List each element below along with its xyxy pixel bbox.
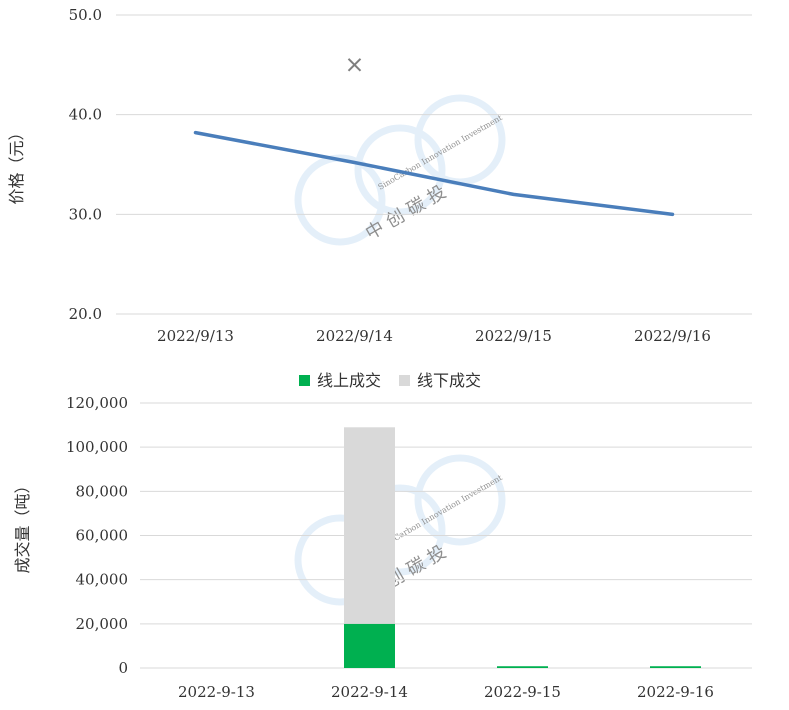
watermark-text-cn: 中 创 碳 投 — [362, 182, 450, 245]
price-y-tick-label: 40.0 — [69, 106, 102, 124]
legend-item: 线下成交 — [399, 371, 481, 390]
volume-bar-segment — [497, 666, 548, 668]
volume-bar-segment — [650, 666, 701, 668]
volume-y-tick-label: 80,000 — [76, 482, 129, 500]
volume-y-tick-label: 40,000 — [76, 571, 129, 589]
legend-label: 线上成交 — [317, 371, 381, 390]
legend-swatch — [299, 375, 310, 386]
price-x-tick-label: 2022/9/14 — [316, 327, 393, 345]
volume-bar-segment — [344, 427, 395, 624]
price-line-chart: 20.0 30.0 40.0 50.0 2022/9/13 2022/9/14 2022/9… — [7, 6, 752, 345]
price-x-tick-label: 2022/9/15 — [475, 327, 552, 345]
price-y-tick-label: 50.0 — [69, 6, 102, 24]
volume-y-tick-label: 120,000 — [66, 394, 128, 412]
volume-y-axis-title: 成交量（吨） — [13, 477, 32, 573]
price-y-tick-label: 30.0 — [69, 205, 102, 223]
volume-bar-segment — [344, 623, 395, 668]
volume-x-tick-label: 2022-9-14 — [331, 683, 408, 701]
watermark-ring — [354, 124, 446, 216]
volume-x-tick-label: 2022-9-16 — [637, 683, 714, 701]
watermark-ring — [414, 454, 506, 546]
price-x-tick-label: 2022/9/16 — [634, 327, 711, 345]
price-series-line — [193, 130, 675, 217]
volume-y-tick-label: 100,000 — [66, 438, 128, 456]
price-x-tick-label: 2022/9/13 — [157, 327, 234, 345]
volume-y-tick-label: 60,000 — [76, 527, 129, 545]
volume-bar-chart: 0 20,000 40,000 60,000 80,000 100,000 120,000 2… — [13, 371, 752, 701]
volume-x-tick-label: 2022-9-15 — [484, 683, 561, 701]
price-y-axis-title: 价格（元） — [7, 124, 26, 204]
price-point-marker — [347, 58, 362, 72]
price-y-tick-label: 20.0 — [69, 305, 102, 323]
volume-x-tick-label: 2022-9-13 — [178, 683, 255, 701]
legend-item: 线上成交 — [299, 371, 381, 390]
volume-y-tick-label: 0 — [118, 659, 128, 677]
legend-swatch — [399, 375, 410, 386]
legend-label: 线下成交 — [417, 371, 481, 390]
volume-y-tick-label: 20,000 — [76, 615, 129, 633]
